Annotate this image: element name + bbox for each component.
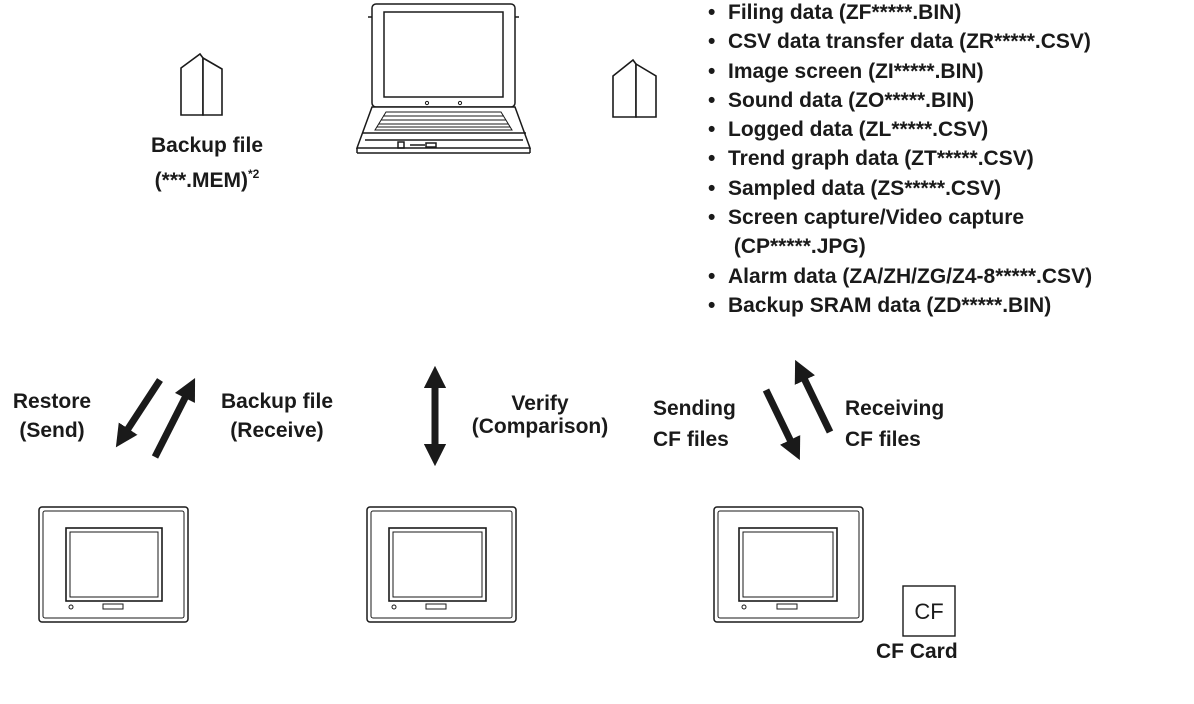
cf-file-type-list: • Filing data (ZF*****.BIN) • CSV data tran… xyxy=(708,0,1092,320)
backup-file-extension: (***.MEM) xyxy=(154,169,248,192)
restore-label-line2: (Send) xyxy=(19,419,85,442)
restore-send-arrow xyxy=(115,378,163,448)
sending-label-line2: CF files xyxy=(653,428,729,451)
file-list-item-text: Filing data (ZF*****.BIN) xyxy=(728,1,962,24)
sending-cf-files-arrow xyxy=(762,388,801,461)
bullet: • xyxy=(708,30,716,54)
file-list-item: • Backup SRAM data (ZD*****.BIN) xyxy=(708,291,1092,320)
sending-cf-files-label: Sending CF files xyxy=(653,394,736,454)
file-list-item: • CSV data transfer data (ZR*****.CSV) xyxy=(708,27,1092,56)
backup-receive-label-line1: Backup file xyxy=(220,390,334,413)
file-list-item-text: (CP*****.JPG) xyxy=(728,235,866,259)
file-list-item-text: Backup SRAM data (ZD*****.BIN) xyxy=(728,293,1052,317)
file-list-item: (CP*****.JPG) xyxy=(708,232,1092,261)
cf-card-text: CF xyxy=(914,599,943,624)
receiving-cf-files-arrow xyxy=(794,359,834,434)
verify-label-line2: (Comparison) xyxy=(471,415,609,438)
cf-card-label: CF Card xyxy=(876,640,958,663)
cf-card-box xyxy=(902,585,956,637)
file-list-item: • Screen capture/Video capture xyxy=(708,203,1092,232)
verify-label: Verify (Comparison) xyxy=(450,389,630,441)
restore-label-line1: Restore xyxy=(12,390,92,413)
verify-label-line1: Verify xyxy=(511,392,569,415)
receiving-label-line1: Receiving xyxy=(845,397,945,420)
backup-file-footnote: *2 xyxy=(248,167,260,181)
file-list-item-text: Alarm data (ZA/ZH/ZG/Z4-8*****.CSV) xyxy=(728,264,1093,288)
file-list-item-text: Sampled data (ZS*****.CSV) xyxy=(728,176,1002,200)
backup-file-label-line1: Backup file xyxy=(150,134,264,157)
file-list-item: • Sound data (ZO*****.BIN) xyxy=(708,86,1092,115)
file-list-item-text: Trend graph data (ZT*****.CSV) xyxy=(728,147,1034,171)
file-list-item: • Trend graph data (ZT*****.CSV) xyxy=(708,144,1092,173)
backup-file-document-icon xyxy=(180,52,223,116)
file-list-item-text: Screen capture/Video capture xyxy=(728,206,1025,230)
backup-receive-arrow xyxy=(151,378,196,459)
file-list-item-text: Logged data (ZL*****.CSV) xyxy=(728,118,989,142)
backup-receive-label: Backup file (Receive) xyxy=(202,387,352,445)
touch-panel-3 xyxy=(713,506,864,623)
bullet: • xyxy=(708,264,716,288)
receiving-cf-files-label: Receiving CF files xyxy=(845,394,944,454)
receiving-label-line2: CF files xyxy=(845,428,921,451)
touch-panel-2 xyxy=(366,506,517,623)
file-list-item-text: Image screen (ZI*****.BIN) xyxy=(728,59,984,83)
file-list-item: • Sampled data (ZS*****.CSV) xyxy=(708,174,1092,203)
touch-panel-1 xyxy=(38,506,189,623)
bullet: • xyxy=(708,206,716,230)
backup-receive-label-line2: (Receive) xyxy=(230,419,324,442)
file-list-item-text: Sound data (ZO*****.BIN) xyxy=(728,88,975,112)
laptop-keyboard xyxy=(374,100,513,131)
bullet: • xyxy=(708,147,716,171)
bullet: • xyxy=(708,88,716,112)
bullet: • xyxy=(708,59,716,83)
bullet: • xyxy=(708,1,716,24)
cf-files-document-icon xyxy=(612,58,657,118)
restore-send-label: Restore (Send) xyxy=(2,387,102,445)
bullet: • xyxy=(708,293,716,317)
file-list-item: • Logged data (ZL*****.CSV) xyxy=(708,115,1092,144)
file-list-item: • Image screen (ZI*****.BIN) xyxy=(708,57,1092,86)
file-list-item: • Alarm data (ZA/ZH/ZG/Z4-8*****.CSV) xyxy=(708,262,1092,291)
backup-file-label-line2: (***.MEM)*2 xyxy=(122,160,292,195)
sending-label-line1: Sending xyxy=(653,397,736,420)
backup-file-label: Backup file (***.MEM)*2 xyxy=(122,131,292,195)
file-list-item-text: CSV data transfer data (ZR*****.CSV) xyxy=(728,30,1091,54)
file-list-item: • Filing data (ZF*****.BIN) xyxy=(708,0,1092,27)
bullet: • xyxy=(708,176,716,200)
laptop-computer-icon xyxy=(355,3,532,154)
bullet: • xyxy=(708,118,716,142)
